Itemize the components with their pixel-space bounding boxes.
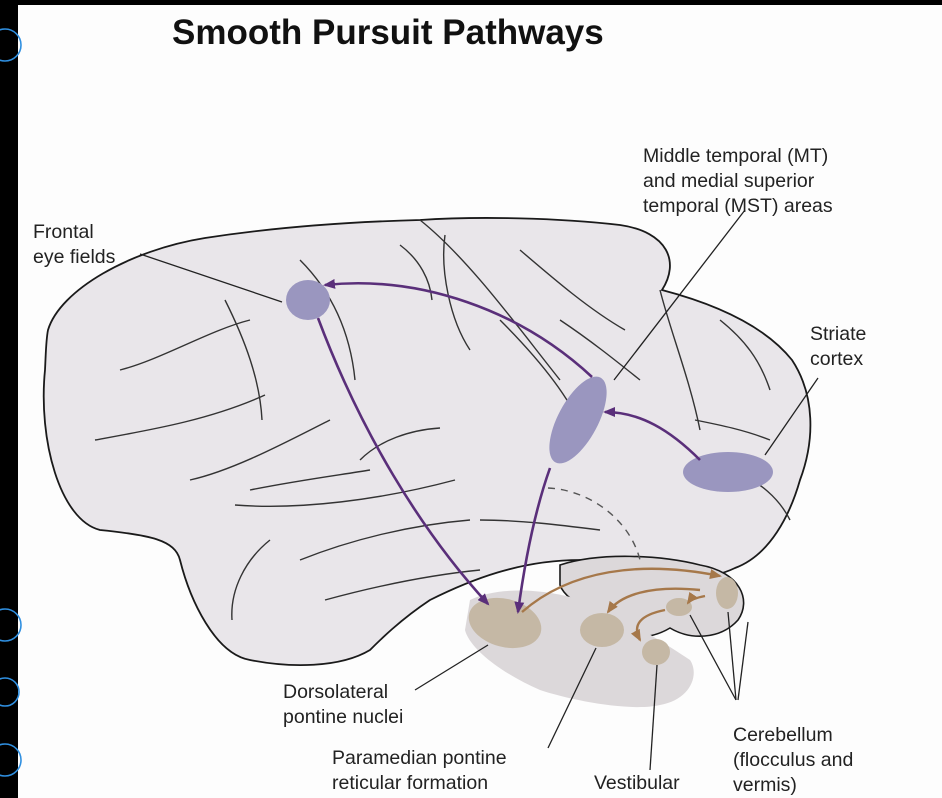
label-dlpn-line-2: pontine nuclei: [283, 706, 403, 728]
leader-dlpn: [415, 645, 488, 690]
label-pprf: Paramedian pontine reticular formation: [332, 747, 507, 794]
label-striate: Striate cortex: [810, 323, 866, 370]
pprf-area: [580, 613, 624, 647]
leader-cerebellum-c: [738, 622, 748, 700]
label-mt-mst-line-3: temporal (MST) areas: [643, 195, 833, 217]
cerebellum-vermis-area: [716, 577, 738, 609]
label-mt-mst-line-2: and medial superior: [643, 170, 815, 192]
label-pprf-line-1: Paramedian pontine: [332, 747, 507, 769]
label-striate-line-1: Striate: [810, 323, 866, 345]
page-title: Smooth Pursuit Pathways: [172, 13, 604, 52]
label-fef-line-1: Frontal: [33, 221, 94, 243]
label-cerebellum: Cerebellum (flocculus and vermis): [733, 724, 853, 796]
label-fef-line-2: eye fields: [33, 246, 116, 268]
label-vestibular: Vestibular: [594, 772, 680, 794]
label-mt-mst-line-1: Middle temporal (MT): [643, 145, 828, 167]
decorative-ring-marks: [0, 29, 21, 776]
label-striate-line-2: cortex: [810, 348, 863, 370]
label-fef: Frontal eye fields: [33, 221, 116, 268]
label-dlpn: Dorsolateral pontine nuclei: [283, 681, 403, 728]
frontal-eye-fields-area: [286, 280, 330, 320]
vestibular-nuclei-area: [642, 639, 670, 665]
label-cerebellum-line-3: vermis): [733, 774, 797, 796]
label-dlpn-line-1: Dorsolateral: [283, 681, 388, 703]
label-cerebellum-line-2: (flocculus and: [733, 749, 853, 771]
label-pprf-line-2: reticular formation: [332, 772, 488, 794]
cerebellum-flocculus-area: [666, 598, 692, 616]
label-mt-mst: Middle temporal (MT) and medial superior…: [643, 145, 833, 217]
label-cerebellum-line-1: Cerebellum: [733, 724, 833, 746]
